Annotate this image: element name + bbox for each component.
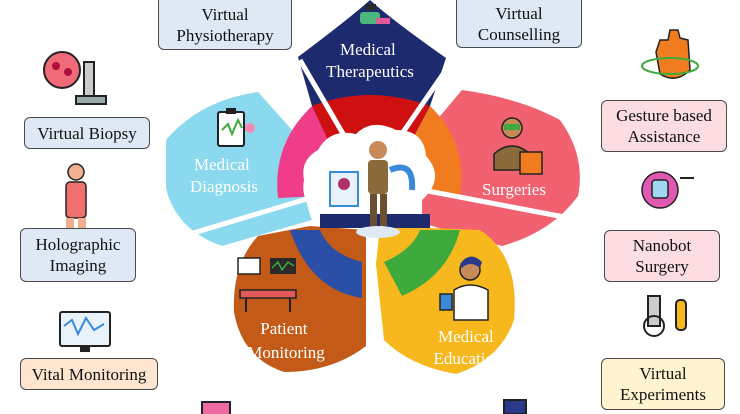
hospital-bed-icon — [237, 257, 297, 312]
vr-headset-icon — [360, 4, 390, 24]
lab-icon — [643, 295, 687, 337]
scientist-icon — [439, 256, 489, 321]
glove-icon — [641, 29, 699, 79]
tag-gesture-assistance: Gesture based Assistance — [601, 100, 727, 152]
tag-virtual-biopsy: Virtual Biopsy — [24, 117, 150, 149]
clipboard-icon — [217, 108, 255, 147]
tag-holographic-imaging: Holographic Imaging — [20, 228, 136, 282]
tag-virtual-physiotherapy: Virtual Physiotherapy — [158, 0, 292, 50]
label-surgeries: Surgeries — [482, 180, 546, 199]
tag-vital-monitoring: Vital Monitoring — [20, 358, 158, 390]
tag-nanobot-surgery: Nanobot Surgery — [604, 230, 720, 282]
ring-education — [384, 230, 460, 296]
doctor-icon — [493, 117, 543, 175]
tag-virtual-experiments: Virtual Experiments — [601, 358, 725, 410]
nanobot-icon — [641, 171, 694, 209]
hologram-user-icon — [329, 141, 416, 238]
microscope-icon — [43, 51, 107, 105]
monitor-icon — [59, 311, 111, 352]
clipboard-icon-bottom — [201, 401, 231, 414]
tag-virtual-counselling: Virtual Counselling — [456, 0, 582, 48]
label-patient-monitoring: Patient Monitoring — [247, 319, 325, 362]
label-medical-therapeutics: Medical Therapeutics — [326, 40, 414, 81]
ring-monitoring — [290, 230, 362, 298]
label-medical-education: Medical Education — [434, 327, 503, 368]
anatomy-icon — [65, 163, 87, 230]
robot-icon-bottom — [503, 399, 527, 414]
label-medical-diagnosis: Medical Diagnosis — [190, 155, 258, 196]
